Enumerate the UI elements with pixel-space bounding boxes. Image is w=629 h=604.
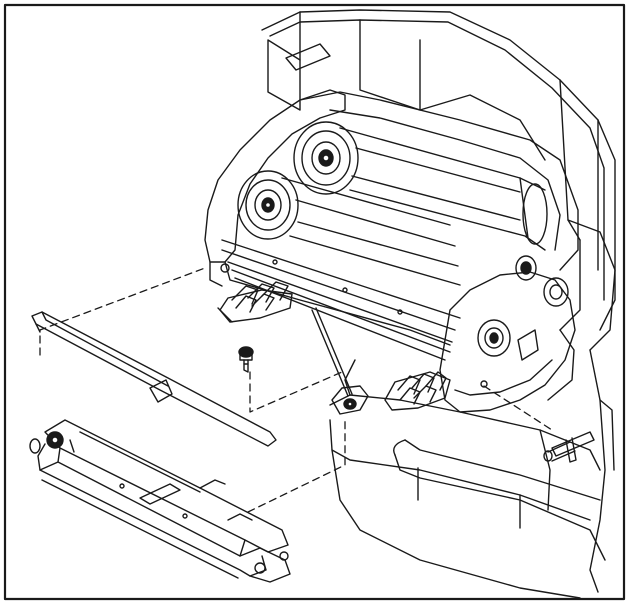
- printer-mechanism-icon: [204, 9, 616, 599]
- ribbon-roller-lower-icon: [237, 170, 569, 357]
- latch-spring-right-icon: [384, 371, 451, 411]
- assembly-guide-lines: [39, 267, 553, 513]
- guide-line: [249, 371, 343, 413]
- screw-icon: [238, 346, 254, 373]
- mounting-hole-icon: [220, 263, 230, 273]
- sensor-arm-icon: [311, 309, 349, 397]
- guide-line: [39, 267, 206, 356]
- mounting-boss-icon: [331, 385, 369, 415]
- mounting-hole-icon: [480, 380, 488, 388]
- figure-frame: [3, 3, 626, 601]
- printhead-icon: [29, 419, 291, 583]
- guide-line: [247, 419, 346, 513]
- ribbon-roller-upper-icon: [293, 121, 548, 251]
- latch-spring-left-icon: [217, 281, 293, 323]
- sensor-arm-icon: [315, 307, 353, 395]
- printhead-rail-icon: [221, 239, 461, 361]
- guide-line: [483, 385, 553, 431]
- flat-bar-icon: [31, 311, 277, 447]
- pin-icon: [543, 431, 595, 463]
